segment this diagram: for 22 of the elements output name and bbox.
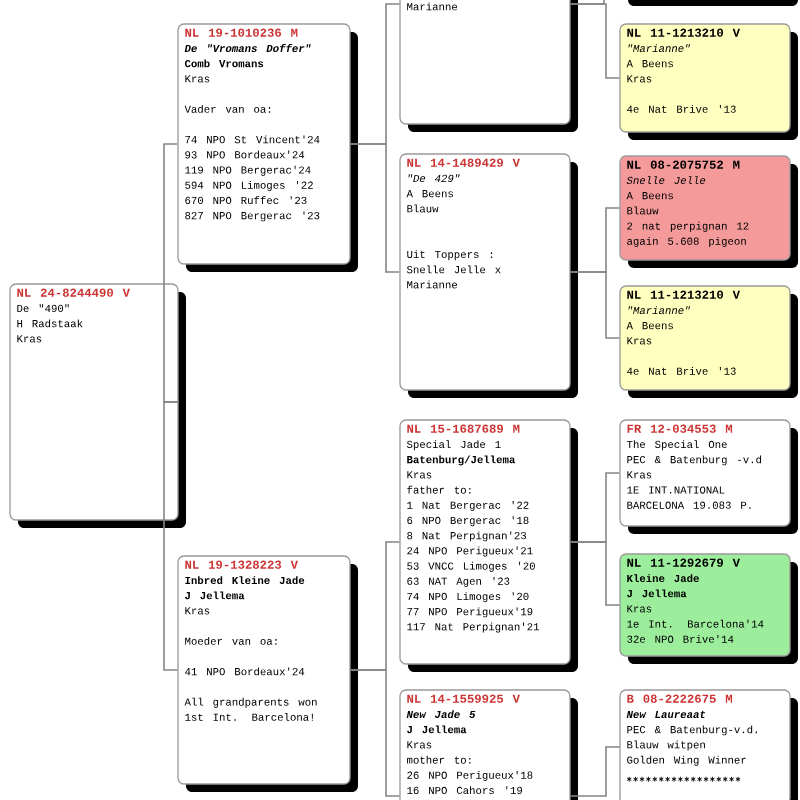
pedigree-card: [619, 285, 798, 398]
connector-line: [163, 143, 180, 403]
pedigree-card: [399, 689, 578, 800]
pedigree-card: [619, 23, 798, 140]
pedigree-card: [619, 553, 798, 664]
pedigree-card: [619, 419, 798, 534]
connector-line: [569, 541, 621, 606]
pedigree-card: [399, 419, 578, 672]
pedigree-card: [9, 283, 186, 528]
connector-line: [569, 271, 621, 339]
pedigree-card: [619, 155, 798, 268]
pedigree-card: [177, 555, 358, 792]
pedigree-card: [177, 23, 358, 272]
pedigree-card: [399, 0, 578, 132]
pedigree-card: [399, 153, 578, 398]
connector-line: [349, 143, 401, 273]
connector-line: [163, 401, 180, 671]
pedigree-card: [628, 0, 798, 6]
connector-line: [569, 3, 621, 79]
connector-line: [569, 746, 621, 797]
pedigree-card: [619, 689, 798, 800]
connector-line: [349, 669, 401, 797]
